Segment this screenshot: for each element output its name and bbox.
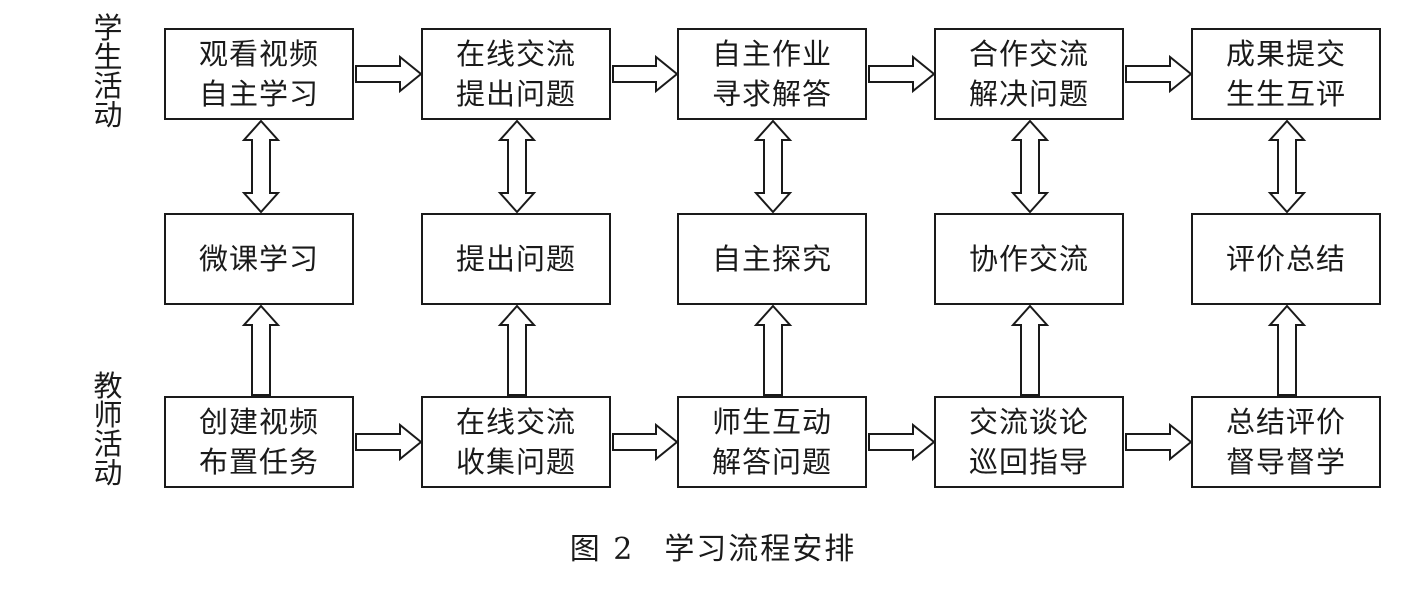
student-activity-label: 学 生 活 动 [88,14,128,130]
box-line: 成果提交 [1225,37,1346,71]
right-arrow [355,422,423,462]
teacher-label-char: 动 [93,456,123,490]
student-step-1: 观看视频 自主学习 [164,28,354,120]
teacher-label-char: 师 [93,398,123,432]
student-label-char: 动 [93,98,123,132]
right-arrow [868,54,936,94]
up-arrow [1010,304,1050,396]
double-arrow [497,119,537,214]
box-line: 生生互评 [1225,77,1346,111]
student-label-char: 学 [93,11,123,45]
figure-number: 图 2 [569,532,635,567]
box-line: 在线交流 [455,405,576,439]
box-line: 在线交流 [455,37,576,71]
right-arrow [1125,54,1193,94]
stage-2-raise-questions: 提出问题 [421,213,611,305]
right-arrow [868,422,936,462]
box-line: 巡回指导 [968,445,1089,479]
box-line: 提出问题 [455,77,576,111]
box-line: 总结评价 [1225,405,1346,439]
teacher-label-char: 活 [93,427,123,461]
box-line: 交流谈论 [968,405,1089,439]
box-line: 观看视频 [198,37,319,71]
stage-4-collaboration: 协作交流 [934,213,1124,305]
figure-caption: 图 2 学习流程安排 [0,524,1426,568]
student-step-5: 成果提交 生生互评 [1191,28,1381,120]
stage-1-micro-lesson: 微课学习 [164,213,354,305]
up-arrow [241,304,281,396]
box-line: 自主作业 [711,37,832,71]
teacher-step-4: 交流谈论 巡回指导 [934,396,1124,488]
student-step-2: 在线交流 提出问题 [421,28,611,120]
box-line: 评价总结 [1225,242,1346,276]
student-label-char: 活 [93,69,123,103]
up-arrow [1267,304,1307,396]
box-line: 收集问题 [455,445,576,479]
double-arrow [1010,119,1050,214]
box-line: 协作交流 [968,242,1089,276]
double-arrow [753,119,793,214]
box-line: 督导督学 [1225,445,1346,479]
box-line: 创建视频 [198,405,319,439]
teacher-step-5: 总结评价 督导督学 [1191,396,1381,488]
up-arrow [753,304,793,396]
right-arrow [1125,422,1193,462]
double-arrow [241,119,281,214]
box-line: 自主探究 [711,242,832,276]
up-arrow [497,304,537,396]
stage-5-evaluation: 评价总结 [1191,213,1381,305]
box-line: 寻求解答 [711,77,832,111]
right-arrow [612,54,679,94]
box-line: 提出问题 [455,242,576,276]
student-step-3: 自主作业 寻求解答 [677,28,867,120]
box-line: 自主学习 [198,77,319,111]
teacher-step-3: 师生互动 解答问题 [677,396,867,488]
box-line: 微课学习 [198,242,319,276]
teacher-activity-label: 教 师 活 动 [88,372,128,488]
figure-title: 学习流程安排 [664,532,857,567]
box-line: 解决问题 [968,77,1089,111]
right-arrow [355,54,423,94]
teacher-step-1: 创建视频 布置任务 [164,396,354,488]
box-line: 师生互动 [711,405,832,439]
box-line: 合作交流 [968,37,1089,71]
stage-3-self-inquiry: 自主探究 [677,213,867,305]
box-line: 解答问题 [711,445,832,479]
box-line: 布置任务 [198,445,319,479]
double-arrow [1267,119,1307,214]
student-label-char: 生 [93,40,123,74]
teacher-step-2: 在线交流 收集问题 [421,396,611,488]
teacher-label-char: 教 [93,369,123,403]
right-arrow [612,422,679,462]
student-step-4: 合作交流 解决问题 [934,28,1124,120]
